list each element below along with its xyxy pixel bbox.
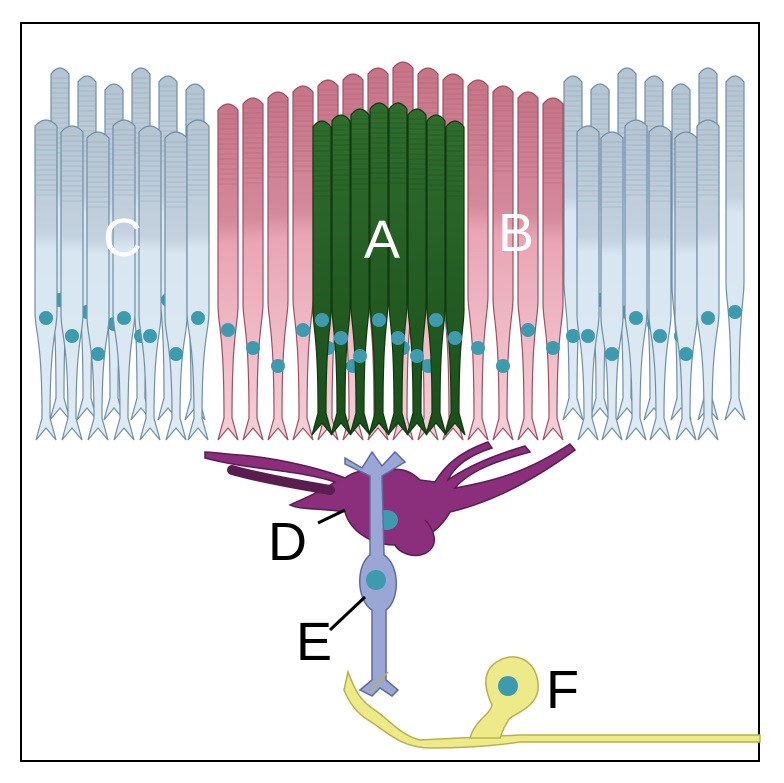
nucleus [566, 329, 580, 343]
rod-cell [648, 125, 672, 441]
nucleus [496, 359, 510, 373]
nucleus [353, 349, 367, 363]
nucleus [246, 341, 260, 355]
fovea-cell [349, 108, 371, 436]
rod-cell [60, 125, 84, 441]
rod-cell [34, 119, 58, 441]
leader-line-d [317, 508, 346, 525]
leader-line-e [328, 595, 367, 632]
nucleus [429, 313, 443, 327]
fovea-cell [368, 102, 390, 436]
nucleus [296, 323, 310, 337]
nucleus [581, 329, 595, 343]
nucleus [605, 347, 619, 361]
rod-cell [624, 119, 648, 441]
nucleus [728, 305, 742, 319]
cone-cell [492, 85, 514, 441]
cone-cell [467, 79, 489, 441]
fovea-cell [425, 114, 447, 436]
nucleus [410, 349, 424, 363]
fovea-cell [330, 114, 352, 436]
rod-cell [600, 131, 624, 441]
nucleus [679, 347, 693, 361]
nucleus [191, 311, 205, 325]
nucleus [372, 313, 386, 327]
fovea-cell [444, 120, 466, 436]
nucleus [143, 329, 157, 343]
rod-cell [138, 125, 162, 441]
nucleus [315, 313, 329, 327]
nucleus [546, 341, 560, 355]
nucleus [629, 311, 643, 325]
fovea-cell [406, 108, 428, 436]
label-a: A [364, 210, 400, 270]
cone-cell [242, 97, 264, 441]
cone-cell [267, 91, 289, 441]
nucleus [448, 331, 462, 345]
nucleus [521, 323, 535, 337]
nucleus [653, 329, 667, 343]
nucleus [701, 311, 715, 325]
cone-cell [217, 103, 239, 441]
nucleus [221, 323, 235, 337]
rod-cell [674, 131, 698, 441]
nucleus [334, 331, 348, 345]
rod-cell [724, 75, 746, 421]
horizontal-cell [204, 441, 577, 557]
cone-cell [542, 97, 564, 441]
rod-cell [86, 131, 110, 441]
rod-cell [576, 125, 600, 441]
rod-cell [164, 131, 188, 441]
nucleus [271, 359, 285, 373]
label-d: D [268, 512, 307, 572]
cone-cell [517, 91, 539, 441]
nucleus [169, 347, 183, 361]
rod-cells-front [34, 119, 720, 441]
label-e: E [296, 612, 332, 672]
label-b: B [498, 203, 534, 263]
nucleus [91, 347, 105, 361]
rod-cell [696, 119, 720, 441]
label-f: F [546, 660, 579, 720]
nucleus [471, 341, 485, 355]
rod-cell [186, 119, 210, 441]
fovea-cell [387, 102, 409, 436]
nucleus [117, 311, 131, 325]
ganglion-cell [343, 656, 761, 749]
nucleus [39, 311, 53, 325]
cone-cell [292, 85, 314, 441]
fovea-cells [311, 102, 466, 436]
fovea-cell [311, 120, 333, 436]
rod-cell [112, 119, 136, 441]
label-c: C [103, 208, 142, 268]
nucleus [391, 331, 405, 345]
bipolar-cell [344, 450, 407, 697]
nucleus [65, 329, 79, 343]
